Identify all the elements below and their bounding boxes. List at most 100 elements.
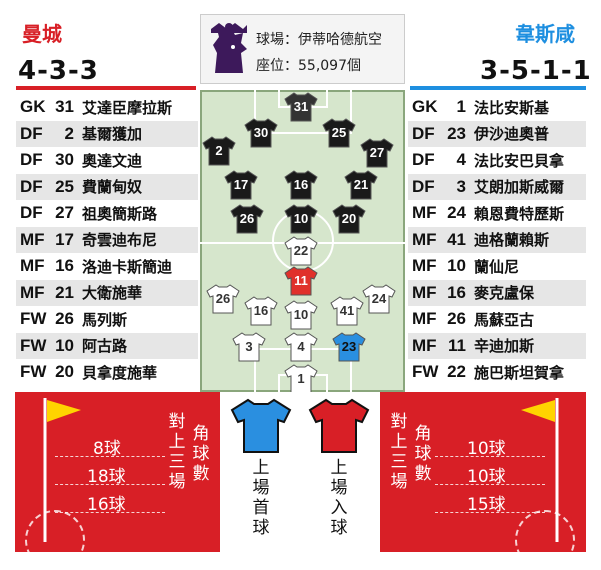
player-name: 奇雲迪布尼 bbox=[82, 231, 158, 250]
player-name: 賴恩費特歷斯 bbox=[474, 204, 565, 223]
shirt-number: 31 bbox=[293, 99, 309, 114]
position-label: MF bbox=[412, 203, 437, 223]
shirt-number: 2 bbox=[215, 143, 223, 158]
shirt-number: 41 bbox=[339, 303, 355, 318]
player-name: 大衛施華 bbox=[82, 284, 143, 303]
shirt-number: 31 bbox=[55, 97, 74, 117]
shirt-number: 26 bbox=[239, 211, 255, 226]
corner-arc-left bbox=[25, 510, 85, 570]
left-stat-3: 16球 bbox=[87, 495, 126, 515]
right-stat-3: 15球 bbox=[467, 495, 506, 515]
left-label-a: 對上三場 bbox=[168, 412, 186, 492]
shirt-number: 10 bbox=[293, 307, 309, 322]
position-label: DF bbox=[412, 150, 435, 170]
away-formation: 3-5-1-1 bbox=[480, 56, 592, 86]
right-label-b: 角球數 bbox=[414, 424, 432, 484]
shirt-number: 24 bbox=[371, 291, 387, 306]
shirt-number: 25 bbox=[55, 176, 74, 196]
away-lineup-row: DF 23 伊沙迪奧普 bbox=[408, 120, 586, 147]
red-shirt-icon bbox=[308, 398, 370, 454]
position-label: DF bbox=[20, 176, 43, 196]
player-name: 祖奧簡斯路 bbox=[82, 204, 158, 223]
player-name: 麥克盧保 bbox=[474, 284, 535, 303]
seats-label: 座位：55,097個 bbox=[256, 58, 361, 74]
player-name: 貝拿度施華 bbox=[82, 363, 158, 382]
shirt-number: 22 bbox=[447, 362, 466, 382]
position-label: DF bbox=[20, 123, 43, 143]
player-name: 費蘭甸奴 bbox=[82, 178, 143, 197]
shirt-number: 23 bbox=[341, 339, 357, 354]
player-name: 阿古路 bbox=[82, 337, 128, 356]
shirt-number: 41 bbox=[447, 229, 466, 249]
position-label: FW bbox=[20, 309, 47, 329]
player-name: 洛迪卡斯簡迪 bbox=[82, 257, 173, 276]
away-player-shirt: 16 bbox=[244, 296, 278, 326]
shirt-number: 2 bbox=[64, 123, 74, 143]
shirt-number: 1 bbox=[297, 371, 305, 386]
shirt-number: 25 bbox=[331, 125, 347, 140]
player-name: 辛迪加斯 bbox=[474, 337, 535, 356]
position-label: MF bbox=[412, 256, 437, 276]
position-label: GK bbox=[20, 97, 46, 117]
home-player-shirt: 17 bbox=[224, 170, 258, 200]
position-label: FW bbox=[412, 362, 439, 382]
shirt-number: 4 bbox=[297, 339, 305, 354]
player-name: 馬蘇亞古 bbox=[474, 310, 535, 329]
home-player-shirt: 10 bbox=[284, 204, 318, 234]
position-label: MF bbox=[412, 229, 437, 249]
shirt-number: 17 bbox=[233, 177, 249, 192]
shirt-number: 30 bbox=[55, 150, 74, 170]
position-label: DF bbox=[20, 150, 43, 170]
home-player-shirt: 21 bbox=[344, 170, 378, 200]
shirt-number: 11 bbox=[448, 335, 466, 355]
left-dash-1 bbox=[55, 456, 165, 457]
shirt-number: 3 bbox=[245, 339, 253, 354]
position-label: MF bbox=[20, 229, 45, 249]
position-label: MF bbox=[20, 256, 45, 276]
away-lineup-row: MF 26 馬蘇亞古 bbox=[408, 306, 586, 333]
shirt-number: 16 bbox=[253, 303, 269, 318]
player-name: 基爾獲加 bbox=[82, 125, 143, 144]
away-player-shirt: 26 bbox=[206, 284, 240, 314]
position-label: DF bbox=[412, 123, 435, 143]
away-player-shirt: 41 bbox=[330, 296, 364, 326]
right-dash-3 bbox=[435, 512, 545, 513]
shirt-number: 22 bbox=[293, 243, 309, 258]
position-label: MF bbox=[412, 282, 437, 302]
left-dash-3 bbox=[55, 512, 165, 513]
shirt-number: 26 bbox=[447, 309, 466, 329]
player-name: 蘭仙尼 bbox=[474, 257, 520, 276]
away-player-shirt: 11 bbox=[284, 266, 318, 296]
shirt-number: 10 bbox=[447, 256, 466, 276]
left-label-b: 角球數 bbox=[192, 424, 210, 484]
shirt-number: 23 bbox=[447, 123, 466, 143]
away-lineup-row: FW 22 施巴斯坦賀拿 bbox=[408, 359, 586, 386]
position-label: MF bbox=[412, 335, 437, 355]
right-stat-2: 10球 bbox=[467, 467, 506, 487]
left-stat-2: 18球 bbox=[87, 467, 126, 487]
player-name: 伊沙迪奧普 bbox=[474, 125, 550, 144]
shirt-number: 20 bbox=[55, 362, 74, 382]
player-name: 施巴斯坦賀拿 bbox=[474, 363, 565, 382]
position-label: GK bbox=[412, 97, 438, 117]
position-label: FW bbox=[20, 335, 47, 355]
premier-league-lion-icon bbox=[207, 23, 251, 77]
home-player-shirt: 30 bbox=[244, 118, 278, 148]
position-label: MF bbox=[412, 309, 437, 329]
away-header-bar bbox=[410, 86, 586, 90]
shirt-number: 26 bbox=[215, 291, 231, 306]
left-dash-2 bbox=[55, 484, 165, 485]
away-player-shirt: 1 bbox=[284, 364, 318, 394]
home-player-shirt: 20 bbox=[332, 204, 366, 234]
home-header-bar bbox=[16, 86, 196, 90]
shirt-number: 26 bbox=[55, 309, 74, 329]
venue-box: 球場：伊蒂哈德航空 座位：55,097個 bbox=[200, 14, 405, 84]
shirt-number: 16 bbox=[293, 177, 309, 192]
blue-shirt-icon bbox=[230, 398, 292, 454]
corner-stats-panel: 8球 18球 16球 對上三場 角球數 上場首球 上場入球 對上三場 角球數 1… bbox=[15, 392, 586, 570]
